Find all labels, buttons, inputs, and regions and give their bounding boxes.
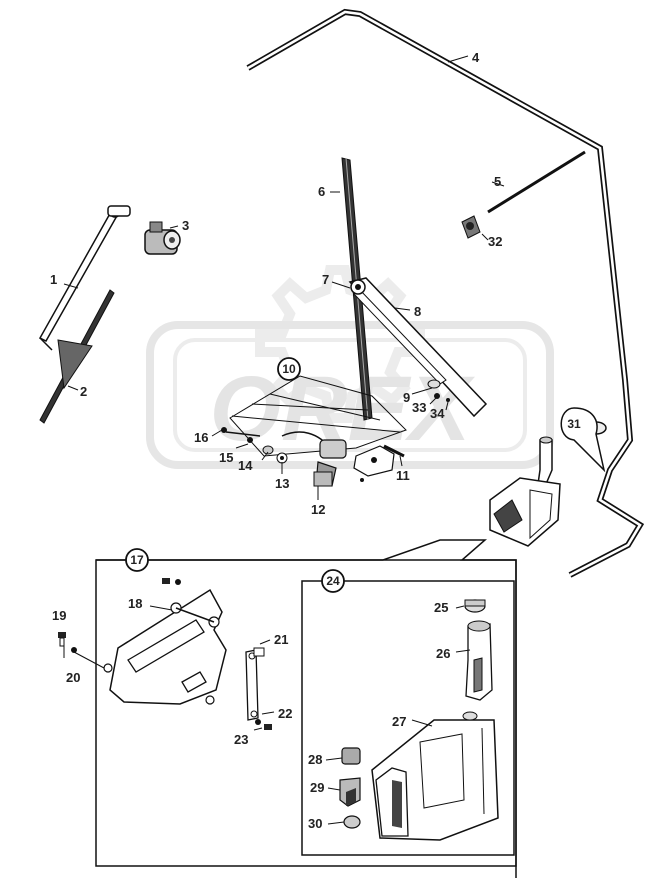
group-24-box xyxy=(301,580,515,856)
part-label-12: 12 xyxy=(311,502,325,517)
part-label-4: 4 xyxy=(472,50,480,65)
tank-cap-25 xyxy=(464,599,486,613)
part-label-29: 29 xyxy=(310,780,324,795)
circled-labels: 10 17 24 31 xyxy=(125,357,606,593)
washer-tank-27 xyxy=(371,711,499,841)
part-label-7: 7 xyxy=(322,272,329,287)
part-label-23: 23 xyxy=(234,732,248,747)
part-label-18: 18 xyxy=(128,596,142,611)
part-label-15: 15 xyxy=(219,450,233,465)
bolt-19-washer-20 xyxy=(58,632,77,653)
part-label-5: 5 xyxy=(494,174,501,189)
part-label-20: 20 xyxy=(66,670,80,685)
strap-21-22 xyxy=(245,647,272,730)
wiper-arm-8 xyxy=(348,277,488,418)
bolt-top-18 xyxy=(162,578,181,585)
washer-tank-assembly xyxy=(489,436,561,547)
part-label-33: 33 xyxy=(412,400,426,415)
part-label-6: 6 xyxy=(318,184,325,199)
washer-nozzle-32 xyxy=(461,215,481,239)
part-label-9: 9 xyxy=(403,390,410,405)
fasteners-13-14-15 xyxy=(247,437,288,464)
part-label-27: 27 xyxy=(392,714,406,729)
bracket-11 xyxy=(353,444,405,482)
filler-neck-26 xyxy=(465,620,493,701)
part-label-2: 2 xyxy=(80,384,87,399)
part-label-22: 22 xyxy=(278,706,292,721)
circled-label-31: 31 xyxy=(567,417,581,431)
linkage-motor-12 xyxy=(313,461,337,487)
part-label-32: 32 xyxy=(488,234,502,249)
part-label-26: 26 xyxy=(436,646,450,661)
tank-bracket-18 xyxy=(103,588,227,705)
part-label-30: 30 xyxy=(308,816,322,831)
part-label-1: 1 xyxy=(50,272,57,287)
part-label-25: 25 xyxy=(434,600,448,615)
circled-label-24: 24 xyxy=(326,574,340,588)
part-label-8: 8 xyxy=(414,304,421,319)
circled-label-17: 17 xyxy=(130,553,144,567)
left-wiper-assembly xyxy=(38,205,131,424)
part-label-13: 13 xyxy=(275,476,289,491)
wiper-motor-3 xyxy=(144,221,181,255)
part-label-34: 34 xyxy=(430,406,445,421)
part-labels: 1 2 3 4 5 6 7 8 9 11 12 13 14 15 16 32 3… xyxy=(50,50,502,831)
part-label-16: 16 xyxy=(194,430,208,445)
part-label-14: 14 xyxy=(238,458,253,473)
circled-label-10: 10 xyxy=(282,362,296,376)
group-17-box xyxy=(95,559,517,867)
part-label-21: 21 xyxy=(274,632,288,647)
fasteners-33-34 xyxy=(434,393,450,402)
part-label-11: 11 xyxy=(396,468,410,483)
part-label-19: 19 xyxy=(52,608,66,623)
part-label-28: 28 xyxy=(308,752,322,767)
wiper-linkage-10 xyxy=(221,375,407,459)
watermark-logo: OREX xyxy=(146,265,554,469)
part-label-3: 3 xyxy=(182,218,189,233)
washer-hose-5 xyxy=(487,150,586,214)
washer-pump-28-29-30 xyxy=(339,747,361,829)
